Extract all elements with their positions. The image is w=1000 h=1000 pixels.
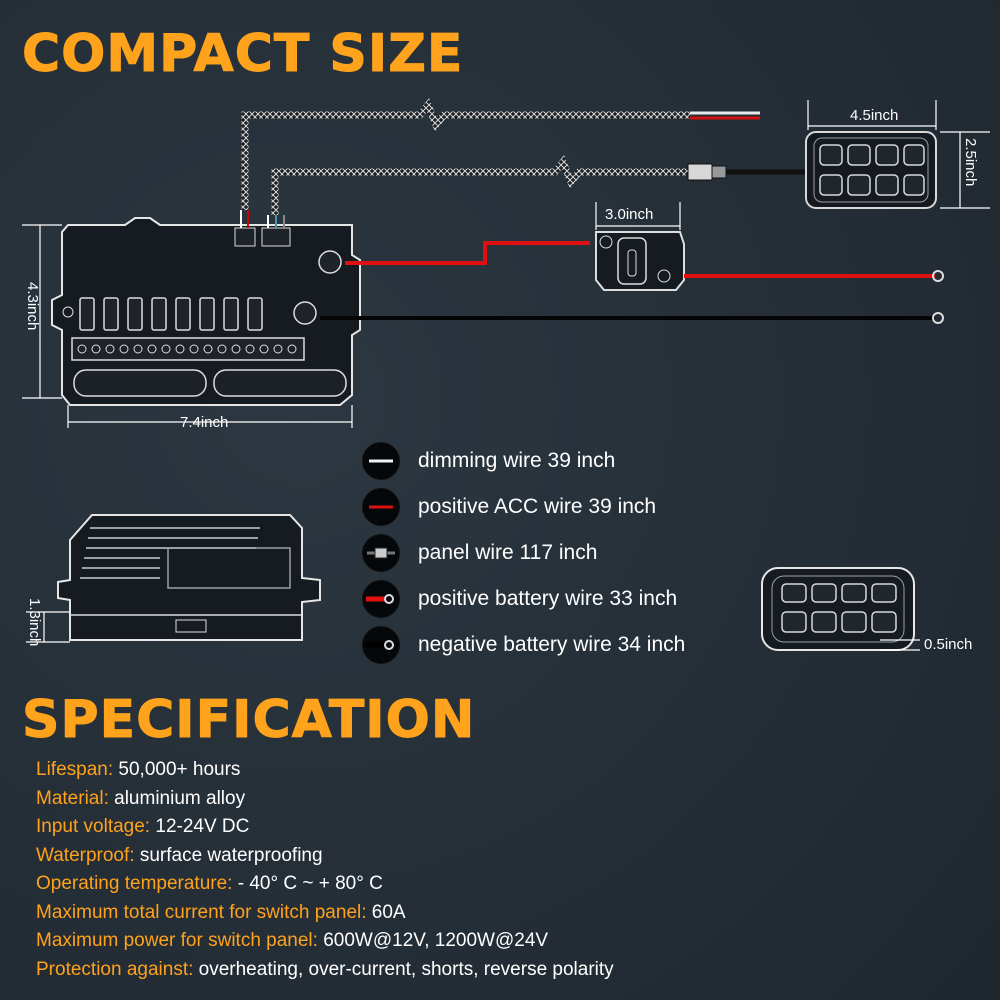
spec-row: Operating temperature: - 40° C ~ + 80° C [36,870,976,899]
switch-panel-angle-view [761,567,915,651]
spec-value: overheating, over-current, shorts, rever… [193,958,614,980]
box-depth-label: 1.3inch [26,598,43,646]
panel-depth-dimension [880,639,920,651]
spec-key: Maximum total current for switch panel: [36,901,367,923]
spec-row: Maximum power for switch panel: 600W@12V… [36,927,976,956]
compact-size-heading: COMPACT SIZE [21,24,464,85]
spec-value: 12-24V DC [150,816,250,837]
box-height-label: 4.3inch [24,282,41,330]
spec-list: Lifespan: 50,000+ hours Material: alumin… [36,756,976,984]
legend-item: positive ACC wire 39 inch [362,484,762,530]
spec-value: aluminium alloy [108,787,246,809]
spec-row: Waterproof: surface waterproofing [36,842,976,871]
switch-panel-top-view [805,131,937,209]
red-ring-terminal-icon [362,580,400,618]
spec-row: Material: aluminium alloy [36,785,976,814]
panel-width-label: 4.5inch [850,107,898,124]
legend-item: panel wire 117 inch [362,530,762,576]
negative-battery-wire [320,312,944,324]
black-ring-terminal-icon [362,626,400,664]
red-wire-icon [362,488,400,526]
spec-value: 600W@12V, 1200W@24V [317,930,549,951]
spec-value: surface waterproofing [134,844,323,866]
spec-value: - 40° C ~ + 80° C [232,873,383,894]
braided-panel-wire [271,155,810,215]
legend-item: positive battery wire 33 inch [362,576,762,622]
spec-value: 50,000+ hours [113,759,241,780]
relay-width-dimension [595,202,681,230]
spec-key: Material: [36,787,109,809]
box-height-dimension [22,224,62,399]
spec-key: Lifespan: [36,759,114,780]
spec-row: Protection against: overheating, over-cu… [36,956,976,985]
spec-row: Lifespan: 50,000+ hours [36,756,976,785]
spec-value: 60A [366,901,406,923]
spec-row: Maximum total current for switch panel: … [36,899,976,928]
specification-heading: SPECIFICATION [21,690,476,751]
positive-acc-wire [345,241,590,265]
panel-width-dimension [807,100,937,130]
wire-legend: dimming wire 39 inch positive ACC wire 3… [362,438,762,668]
spec-key: Protection against: [36,958,194,980]
control-box-side-view [57,514,321,641]
connector-wire-icon [362,534,400,572]
legend-item: negative battery wire 34 inch [362,622,762,668]
spec-key: Maximum power for switch panel: [36,930,318,951]
control-box-top-view [51,210,361,406]
box-depth-dimension [26,611,70,643]
legend-label: positive battery wire 33 inch [418,587,678,610]
legend-label: positive ACC wire 39 inch [418,495,657,518]
box-width-label: 7.4inch [180,414,228,431]
box-width-dimension [67,405,353,428]
circuit-breaker [595,231,685,291]
spec-key: Operating temperature: [36,873,233,894]
panel-height-label: 2.5inch [962,138,979,186]
legend-item: dimming wire 39 inch [362,438,762,484]
spec-key: Input voltage: [36,816,151,837]
positive-battery-wire [684,270,944,282]
legend-label: dimming wire 39 inch [418,449,616,472]
spec-key: Waterproof: [36,844,135,866]
white-wire-icon [362,442,400,480]
spec-row: Input voltage: 12-24V DC [36,813,976,842]
panel-depth-label: 0.5inch [924,636,972,653]
braided-dimming-wire [241,98,760,210]
panel-height-dimension [940,131,990,209]
relay-width-label: 3.0inch [605,206,653,223]
legend-label: negative battery wire 34 inch [418,633,686,656]
legend-label: panel wire 117 inch [418,541,598,564]
